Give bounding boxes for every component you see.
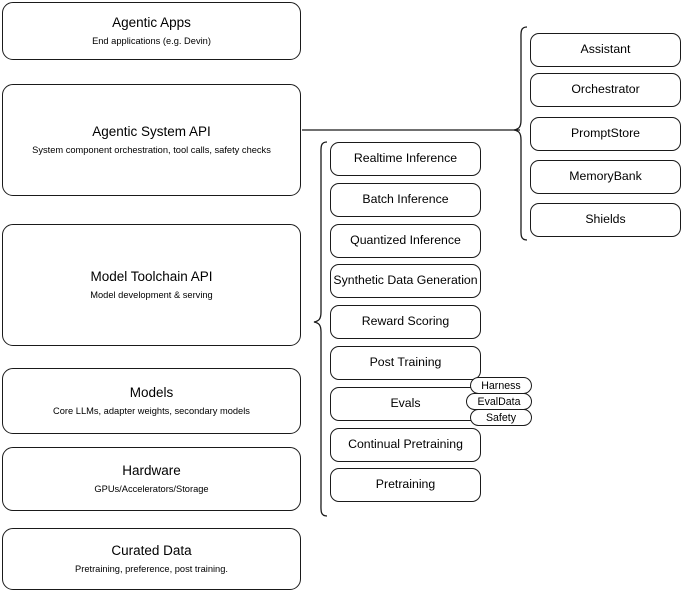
component-label: Orchestrator	[571, 82, 640, 97]
layer-box-agentic-apps[interactable]: Agentic Apps End applications (e.g. Devi…	[2, 2, 301, 60]
service-label: Quantized Inference	[350, 233, 461, 248]
layer-box-curated-data[interactable]: Curated Data Pretraining, preference, po…	[2, 528, 301, 590]
layer-title: Models	[129, 384, 174, 400]
service-box-evals[interactable]: Evals	[330, 387, 481, 421]
layer-box-model-toolchain-api[interactable]: Model Toolchain API Model development & …	[2, 224, 301, 346]
layer-title: Agentic System API	[92, 123, 211, 139]
layer-subtitle: Core LLMs, adapter weights, secondary mo…	[53, 405, 250, 416]
service-box-realtime-inference[interactable]: Realtime Inference	[330, 142, 481, 176]
layer-subtitle: GPUs/Accelerators/Storage	[94, 483, 209, 494]
eval-tag-harness[interactable]: Harness	[470, 377, 532, 394]
component-box-memorybank[interactable]: MemoryBank	[530, 160, 681, 194]
layer-box-hardware[interactable]: Hardware GPUs/Accelerators/Storage	[2, 447, 301, 511]
component-box-shields[interactable]: Shields	[530, 203, 681, 237]
layer-title: Model Toolchain API	[90, 268, 213, 284]
service-label: Reward Scoring	[361, 314, 450, 329]
layer-title: Hardware	[122, 462, 181, 478]
service-label: Continual Pretraining	[348, 437, 463, 452]
service-box-reward-scoring[interactable]: Reward Scoring	[330, 305, 481, 339]
layer-box-agentic-system-api[interactable]: Agentic System API System component orch…	[2, 84, 301, 196]
layer-title: Agentic Apps	[112, 14, 191, 30]
service-label: Batch Inference	[362, 192, 449, 207]
service-label: Realtime Inference	[353, 151, 458, 166]
service-box-synthetic-data-generation[interactable]: Synthetic Data Generation	[330, 264, 481, 298]
eval-tag-evaldata[interactable]: EvalData	[466, 393, 532, 410]
right-brace-system-components	[513, 26, 528, 241]
eval-tag-label: Safety	[485, 411, 517, 424]
component-box-promptstore[interactable]: PromptStore	[530, 117, 681, 151]
service-box-batch-inference[interactable]: Batch Inference	[330, 183, 481, 217]
layer-title: Curated Data	[111, 542, 192, 558]
service-label: Pretraining	[375, 477, 436, 492]
layer-subtitle: End applications (e.g. Devin)	[92, 35, 211, 46]
service-label: Evals	[390, 396, 421, 411]
component-label: Assistant	[580, 42, 631, 57]
service-label: Post Training	[369, 355, 442, 370]
eval-tag-label: EvalData	[477, 395, 521, 408]
layer-subtitle: Model development & serving	[90, 289, 213, 300]
component-label: MemoryBank	[569, 169, 642, 184]
component-box-orchestrator[interactable]: Orchestrator	[530, 73, 681, 107]
service-box-pretraining[interactable]: Pretraining	[330, 468, 481, 502]
service-box-quantized-inference[interactable]: Quantized Inference	[330, 224, 481, 258]
service-label: Synthetic Data Generation	[333, 273, 478, 288]
eval-tag-safety[interactable]: Safety	[470, 409, 532, 426]
component-label: Shields	[585, 212, 626, 227]
middle-brace-toolchain-services	[313, 141, 328, 517]
service-box-continual-pretraining[interactable]: Continual Pretraining	[330, 428, 481, 462]
layer-box-models[interactable]: Models Core LLMs, adapter weights, secon…	[2, 368, 301, 434]
component-label: PromptStore	[570, 126, 641, 141]
layer-subtitle: Pretraining, preference, post training.	[75, 563, 228, 574]
layer-subtitle: System component orchestration, tool cal…	[32, 144, 271, 155]
eval-tag-label: Harness	[481, 379, 521, 392]
component-box-assistant[interactable]: Assistant	[530, 33, 681, 67]
service-box-post-training[interactable]: Post Training	[330, 346, 481, 380]
